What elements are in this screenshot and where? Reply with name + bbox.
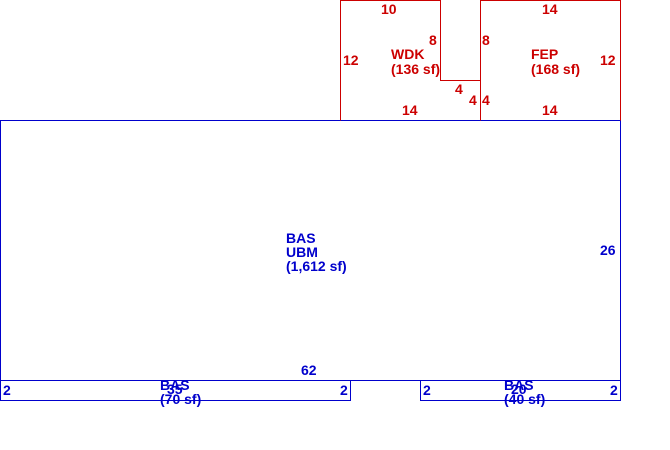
bas-right-area: (40 sf) bbox=[504, 391, 545, 407]
dim-bas-right-right: 2 bbox=[610, 382, 618, 398]
bas-right-overlap-label: 20 bbox=[511, 381, 527, 397]
bas-right-outline bbox=[420, 380, 621, 401]
bas-right-code: BAS bbox=[504, 377, 534, 393]
dim-wdk-step-top: 4 bbox=[455, 81, 463, 97]
fep-code: FEP bbox=[531, 46, 558, 62]
dim-bas-right-left: 2 bbox=[423, 382, 431, 398]
dim-wdk-left: 12 bbox=[343, 52, 359, 68]
fep-area: (168 sf) bbox=[531, 61, 580, 77]
dim-bas-left-left: 2 bbox=[3, 382, 11, 398]
dim-fep-top: 14 bbox=[542, 1, 558, 17]
dim-fep-right: 12 bbox=[600, 52, 616, 68]
bas-main-area: (1,612 sf) bbox=[286, 258, 347, 274]
wdk-code: WDK bbox=[391, 46, 424, 62]
bas-main-subcode: UBM bbox=[286, 244, 318, 260]
dim-wdk-top: 10 bbox=[381, 1, 397, 17]
dim-wdk-bottom: 14 bbox=[402, 102, 418, 118]
bas-left-overlap-label: 35 bbox=[167, 381, 183, 397]
dim-fep-bottom: 14 bbox=[542, 102, 558, 118]
bas-left-area: (70 sf) bbox=[160, 391, 201, 407]
dim-wdk-step-right: 4 bbox=[469, 92, 477, 108]
dim-fep-left: 8 bbox=[482, 32, 490, 48]
bas-main-outline bbox=[0, 120, 621, 381]
bas-left-outline bbox=[0, 380, 351, 401]
dim-bas-left-right: 2 bbox=[340, 382, 348, 398]
dim-fep-lower-left: 4 bbox=[482, 92, 490, 108]
fep-outline bbox=[480, 0, 621, 121]
bas-main-code: BAS bbox=[286, 230, 316, 246]
bas-left-code: BAS bbox=[160, 377, 190, 393]
wdk-area: (136 sf) bbox=[391, 61, 440, 77]
dim-wdk-inner-right: 8 bbox=[429, 32, 437, 48]
dim-bas-main-right: 26 bbox=[600, 242, 616, 258]
dim-bas-main-bottom: 62 bbox=[301, 362, 317, 378]
